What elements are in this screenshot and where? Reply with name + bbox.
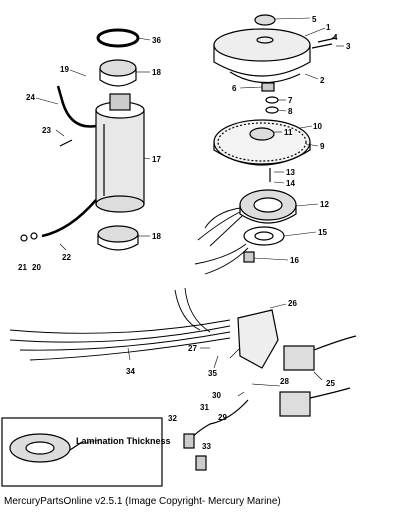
callout-22: 22 (62, 253, 71, 262)
callout-2: 2 (320, 76, 325, 85)
callout-33: 33 (202, 442, 211, 451)
cover-screws (311, 37, 337, 49)
callout-labels: 5 1 4 3 2 6 7 8 10 11 9 13 14 12 15 16 3… (18, 15, 351, 451)
callout-12: 12 (320, 200, 329, 209)
callout-24: 24 (26, 93, 35, 102)
callout-30: 30 (212, 391, 221, 400)
callout-16: 16 (290, 256, 299, 265)
connector-plug (243, 251, 255, 263)
callout-1: 1 (326, 23, 331, 32)
spark-plug-lead (183, 399, 249, 471)
callout-26: 26 (288, 299, 297, 308)
mounting-bracket (237, 309, 279, 369)
starter-cables (41, 85, 97, 238)
flywheel-nut (261, 82, 279, 114)
copyright-notice: MercuryPartsOnline v2.5.1 (Image Copyrig… (4, 496, 281, 507)
callout-35: 35 (208, 369, 217, 378)
callout-5: 5 (312, 15, 317, 24)
starter-motor (95, 93, 145, 213)
callout-10: 10 (313, 122, 322, 131)
starter-drive-bottom (97, 225, 139, 251)
callout-11: 11 (284, 128, 293, 137)
wiring-harness (9, 287, 231, 361)
callout-4: 4 (333, 33, 338, 42)
callout-32: 32 (168, 414, 177, 423)
callout-17: 17 (152, 155, 161, 164)
callout-9: 9 (320, 142, 325, 151)
callout-18-bottom: 18 (152, 232, 161, 241)
callout-15: 15 (318, 228, 327, 237)
callout-29: 29 (218, 413, 227, 422)
callout-13: 13 (286, 168, 295, 177)
callout-28: 28 (280, 377, 289, 386)
stator-wires (194, 207, 249, 275)
callout-19: 19 (60, 65, 69, 74)
ignition-coil (279, 335, 357, 417)
callout-7: 7 (288, 96, 293, 105)
callout-21: 21 (18, 263, 27, 272)
callout-14: 14 (286, 179, 295, 188)
callout-6: 6 (232, 84, 237, 93)
stator (239, 168, 297, 224)
callout-23: 23 (42, 126, 51, 135)
callout-3: 3 (346, 42, 351, 51)
trigger-plate (243, 226, 285, 246)
callout-36: 36 (152, 36, 161, 45)
flywheel-cover (213, 14, 311, 84)
ring-gear-ring (96, 28, 140, 48)
callout-34: 34 (126, 367, 135, 376)
callout-25: 25 (326, 379, 335, 388)
flywheel (213, 119, 311, 166)
parts-diagram: 5 1 4 3 2 6 7 8 10 11 9 13 14 12 15 16 3… (1, 14, 357, 487)
callout-31: 31 (200, 403, 209, 412)
starter-drive-top (99, 59, 137, 87)
callout-8: 8 (288, 107, 293, 116)
inset-box (1, 417, 163, 487)
callout-20: 20 (32, 263, 41, 272)
callout-27: 27 (188, 344, 197, 353)
callout-18-top: 18 (152, 68, 161, 77)
inset-label: Lamination Thickness (76, 436, 171, 446)
